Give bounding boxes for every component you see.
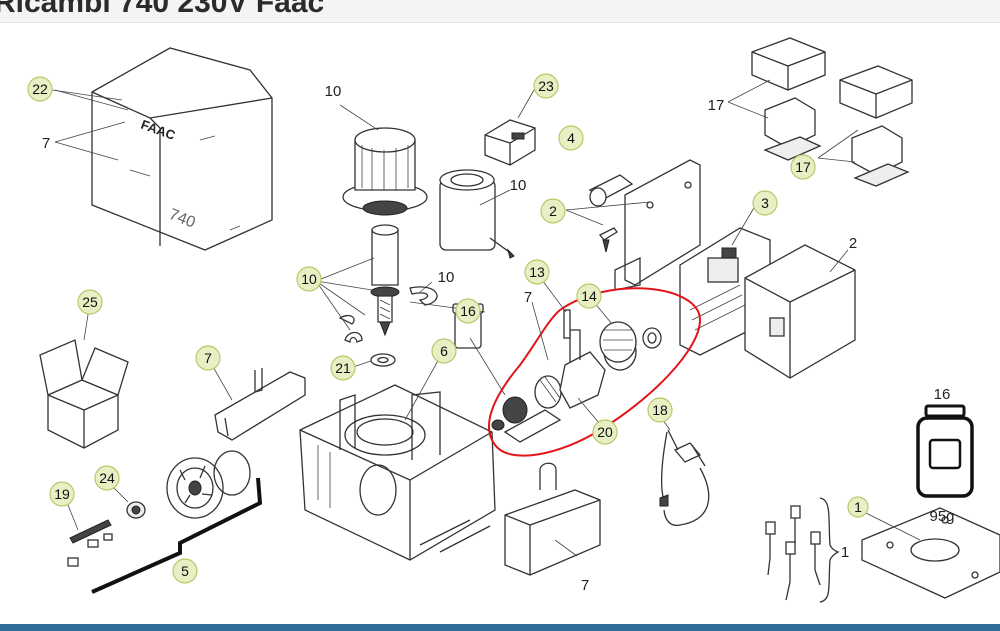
callout-3[interactable]: 3 xyxy=(752,190,778,216)
manual-release-handle[interactable] xyxy=(504,462,601,576)
control-board[interactable] xyxy=(598,159,701,291)
callout-5[interactable]: 5 xyxy=(172,558,198,584)
callout-19[interactable]: 19 xyxy=(49,481,75,507)
bearing-ring[interactable] xyxy=(642,327,662,349)
page-title: Ricambi 740 230V Faac xyxy=(0,0,325,19)
grease-jar-weight: 95g xyxy=(929,508,954,525)
svg-text:23: 23 xyxy=(538,78,554,94)
part-23-cap[interactable] xyxy=(484,119,536,166)
callout-14[interactable]: 14 xyxy=(576,283,602,309)
svg-text:22: 22 xyxy=(32,81,48,97)
limit-switch-right[interactable] xyxy=(839,65,913,187)
callout-17[interactable]: 17 xyxy=(790,154,816,180)
worm-gear-assembly[interactable] xyxy=(491,375,562,443)
callout-22[interactable]: 22 xyxy=(27,76,53,102)
svg-text:25: 25 xyxy=(82,294,98,310)
o-ring-seal[interactable] xyxy=(213,450,251,496)
callout-23[interactable]: 23 xyxy=(533,73,559,99)
svg-text:2: 2 xyxy=(549,203,557,219)
label-10-ring: 10 xyxy=(438,269,455,286)
packaging-box[interactable] xyxy=(39,339,129,449)
control-box[interactable] xyxy=(744,244,856,379)
label-7-handle: 7 xyxy=(581,577,589,594)
callout-10[interactable]: 10 xyxy=(296,266,322,292)
screws-set[interactable] xyxy=(765,505,821,601)
svg-text:16: 16 xyxy=(460,303,476,319)
label-17-switch: 17 xyxy=(708,97,725,114)
svg-text:14: 14 xyxy=(581,288,597,304)
part-4-capacitor[interactable] xyxy=(588,174,634,207)
svg-text:13: 13 xyxy=(529,264,545,280)
part-18-sensor[interactable] xyxy=(659,429,710,526)
label-10-motor: 10 xyxy=(325,83,342,100)
callout-18[interactable]: 18 xyxy=(647,397,673,423)
callout-25[interactable]: 25 xyxy=(77,289,103,315)
label-2-box: 2 xyxy=(849,235,857,252)
label-7-cover: 7 xyxy=(42,135,50,152)
label-7-gear: 7 xyxy=(524,289,532,306)
svg-text:1: 1 xyxy=(854,499,862,515)
svg-text:3: 3 xyxy=(761,195,769,211)
group-bracket-5 xyxy=(91,477,263,594)
red-highlight-annotation xyxy=(488,287,702,457)
part-19-key[interactable] xyxy=(67,519,113,567)
svg-text:21: 21 xyxy=(335,360,351,376)
gearbox-housing[interactable] xyxy=(299,384,496,561)
callout-24[interactable]: 24 xyxy=(94,465,120,491)
callout-13[interactable]: 13 xyxy=(524,259,550,285)
callout-16[interactable]: 16 xyxy=(455,298,481,324)
svg-text:4: 4 xyxy=(567,130,575,146)
svg-text:5: 5 xyxy=(181,563,189,579)
exploded-parts-diagram: FAAC 740 xyxy=(27,37,1000,603)
svg-text:6: 6 xyxy=(440,343,448,359)
svg-text:24: 24 xyxy=(99,470,115,486)
bracket-7[interactable] xyxy=(214,368,306,441)
washer-21[interactable] xyxy=(370,353,396,367)
foundation-plate[interactable] xyxy=(861,507,1000,599)
retaining-rings[interactable] xyxy=(338,286,438,343)
svg-text:17: 17 xyxy=(795,159,811,175)
callout-6[interactable]: 6 xyxy=(431,338,457,364)
svg-text:7: 7 xyxy=(204,350,212,366)
callout-2[interactable]: 2 xyxy=(540,198,566,224)
callout-21[interactable]: 21 xyxy=(330,355,356,381)
drive-pinion[interactable] xyxy=(166,457,224,519)
svg-text:18: 18 xyxy=(652,402,668,418)
svg-text:10: 10 xyxy=(301,271,317,287)
label-16-jar: 16 xyxy=(934,386,951,403)
callout-20[interactable]: 20 xyxy=(592,419,618,445)
grease-jar-large[interactable] xyxy=(916,404,974,498)
callout-1[interactable]: 1 xyxy=(847,496,869,518)
part-24-screw[interactable] xyxy=(126,501,146,519)
limit-switch-left[interactable] xyxy=(751,37,826,161)
motor-shaft-stack[interactable] xyxy=(370,224,400,337)
callout-7[interactable]: 7 xyxy=(195,345,221,371)
label-1-screws: 1 xyxy=(841,544,849,561)
svg-text:19: 19 xyxy=(54,486,70,502)
motor-cover[interactable]: FAAC 740 xyxy=(91,47,273,251)
svg-text:20: 20 xyxy=(597,424,613,440)
motor-stator[interactable] xyxy=(439,169,515,259)
pin-13[interactable] xyxy=(563,309,571,339)
electric-motor[interactable] xyxy=(342,127,428,216)
callout-4[interactable]: 4 xyxy=(558,125,584,151)
gear-14[interactable] xyxy=(599,321,637,363)
bottom-accent-bar xyxy=(0,624,1000,631)
label-10-stator: 10 xyxy=(510,177,527,194)
page-header: Ricambi 740 230V Faac xyxy=(0,0,1000,23)
